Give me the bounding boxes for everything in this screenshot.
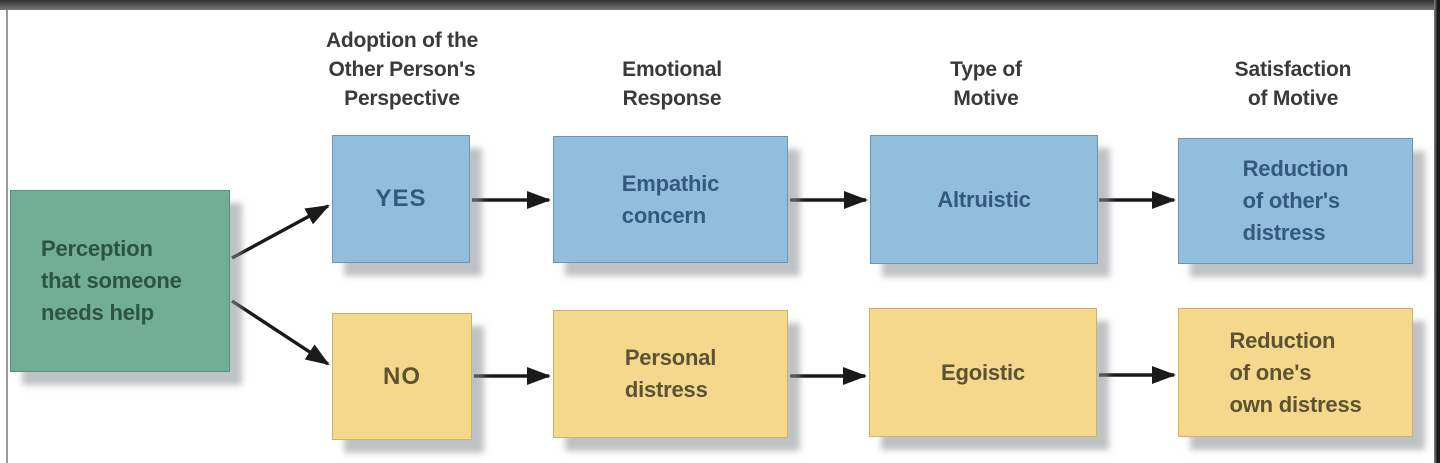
box-altruistic-label: Altruistic <box>937 186 1031 212</box>
box-egoistic: Egoistic <box>869 308 1097 437</box>
box-reduction-own-distress: Reduction of one's own distress <box>1178 308 1413 437</box>
box-personal-distress-label: Personal distress <box>624 345 717 402</box>
box-no: NO <box>332 313 472 440</box>
arrow-perception-to-no <box>231 299 330 366</box>
box-no-label: NO <box>383 362 421 390</box>
box-perception: Perception that someone needs help <box>10 190 230 372</box>
arrow-perception-to-yes <box>231 204 330 260</box>
column-header-satisfaction: Satisfaction of Motive <box>1234 58 1352 110</box>
box-egoistic-label: Egoistic <box>941 359 1025 385</box>
box-reduction-others-distress-label: Reduction of other's distress <box>1242 156 1349 245</box>
top-border-bar <box>0 0 1440 10</box>
column-header-type-of-motive: Type of Motive <box>950 58 1022 110</box>
box-perception-label: Perception that someone needs help <box>41 236 182 325</box>
box-yes-label: YES <box>375 185 427 212</box>
box-altruistic: Altruistic <box>870 135 1098 264</box>
right-border-bar <box>1434 0 1440 463</box>
left-border-line <box>6 10 8 463</box>
box-yes: YES <box>332 135 470 263</box>
column-header-emotional-response: Emotional Response <box>622 58 722 110</box>
box-personal-distress: Personal distress <box>553 310 788 438</box>
box-empathic-concern: Empathic concern <box>553 136 788 263</box>
box-reduction-own-distress-label: Reduction of one's own distress <box>1229 327 1362 417</box>
box-reduction-others-distress: Reduction of other's distress <box>1178 138 1413 264</box>
column-header-perspective: Adoption of the Other Person's Perspecti… <box>325 29 479 110</box>
box-empathic-concern-label: Empathic concern <box>621 170 720 228</box>
